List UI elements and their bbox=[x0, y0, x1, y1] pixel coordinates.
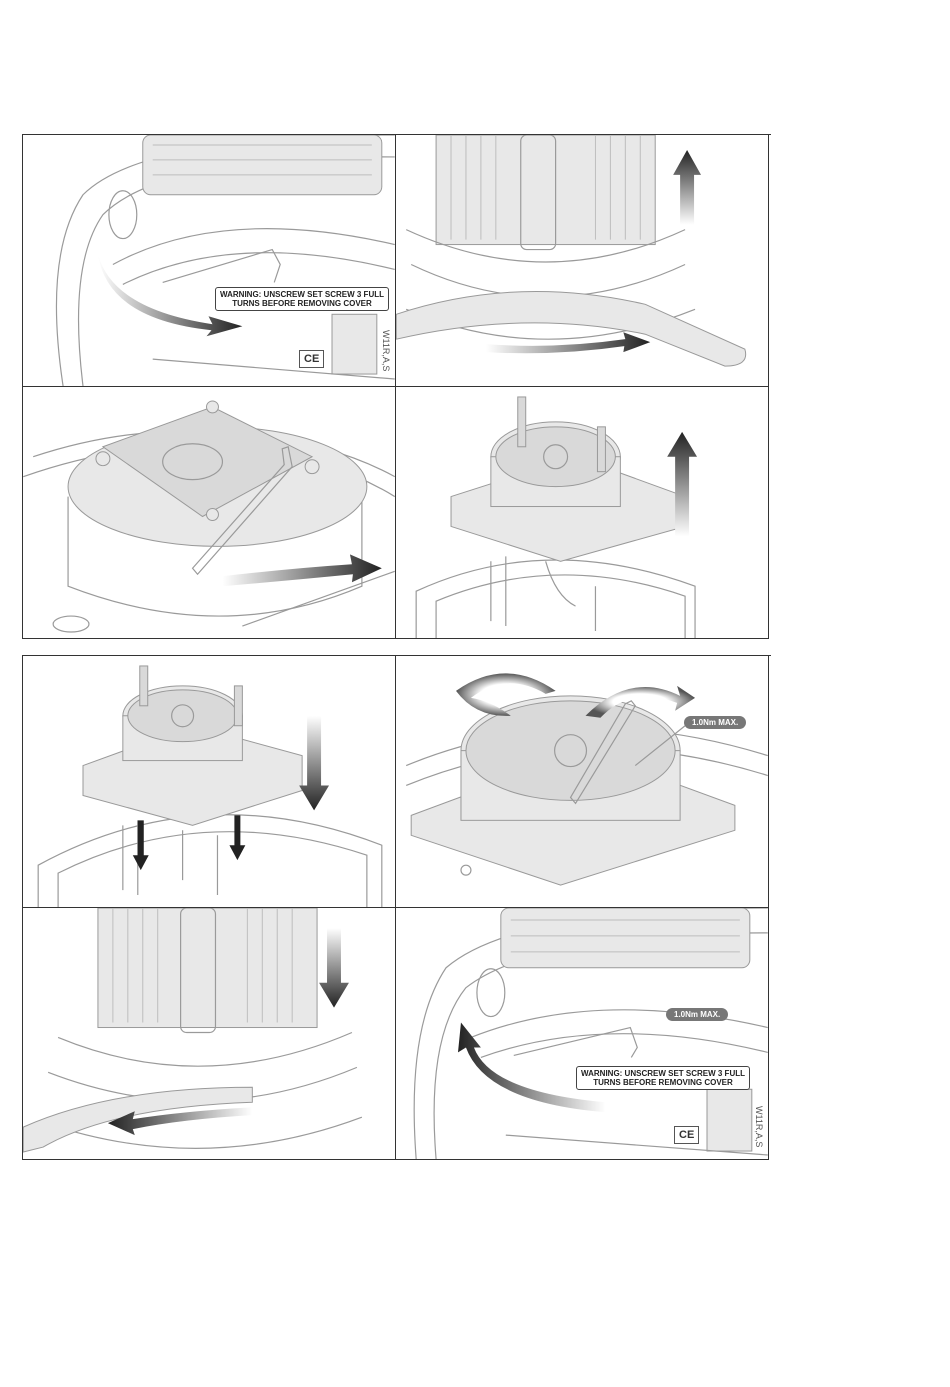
warning-line-2: TURNS BEFORE REMOVING COVER bbox=[220, 299, 384, 308]
step-2-illustration bbox=[396, 135, 768, 386]
step-7-illustration bbox=[23, 908, 395, 1159]
warning-line-1: WARNING: UNSCREW SET SCREW 3 FULL bbox=[581, 1069, 745, 1078]
step-8-illustration bbox=[396, 908, 768, 1159]
torque-label-2: 1.0Nm MAX. bbox=[666, 1008, 728, 1021]
step-4-illustration bbox=[396, 387, 768, 638]
torque-label: 1.0Nm MAX. bbox=[684, 716, 746, 729]
ce-mark: CE bbox=[299, 350, 324, 368]
instruction-grid-top: WARNING: UNSCREW SET SCREW 3 FULL TURNS … bbox=[22, 134, 771, 639]
rotate-arrow-icon bbox=[486, 332, 650, 353]
warning-label-2: WARNING: UNSCREW SET SCREW 3 FULL TURNS … bbox=[576, 1066, 750, 1090]
lower-arrow-icon bbox=[319, 928, 349, 1008]
ce-mark-2: CE bbox=[674, 1126, 699, 1144]
step-1-illustration bbox=[23, 135, 395, 386]
warning-line-1: WARNING: UNSCREW SET SCREW 3 FULL bbox=[220, 290, 384, 299]
step-3-illustration bbox=[23, 387, 395, 638]
step-3-loosen-module-screws bbox=[23, 387, 396, 639]
instruction-grid-bottom: 1.0Nm MAX. 1.0Nm bbox=[22, 655, 771, 1160]
lift-arrow-icon bbox=[673, 150, 701, 225]
side-code-2: W11R,A,S bbox=[754, 1106, 764, 1147]
step-7-replace-cover bbox=[23, 908, 396, 1160]
step-5-insert-module bbox=[23, 656, 396, 908]
step-5-illustration bbox=[23, 656, 395, 907]
step-6-tighten-module-screws: 1.0Nm MAX. bbox=[396, 656, 769, 908]
warning-label: WARNING: UNSCREW SET SCREW 3 FULL TURNS … bbox=[215, 287, 389, 311]
rotate-arrow-icon bbox=[222, 554, 381, 586]
warning-line-2: TURNS BEFORE REMOVING COVER bbox=[581, 1078, 745, 1087]
step-6-illustration bbox=[396, 656, 768, 907]
step-8-tighten-set-screw: 1.0Nm MAX. WARNING: UNSCREW SET SCREW 3 … bbox=[396, 908, 769, 1160]
step-4-lift-module bbox=[396, 387, 769, 639]
step-1-loosen-set-screw: WARNING: UNSCREW SET SCREW 3 FULL TURNS … bbox=[23, 135, 396, 387]
step-2-remove-cover bbox=[396, 135, 769, 387]
side-code: W11R,A,S bbox=[381, 330, 391, 371]
lower-arrow-icon bbox=[299, 716, 329, 811]
